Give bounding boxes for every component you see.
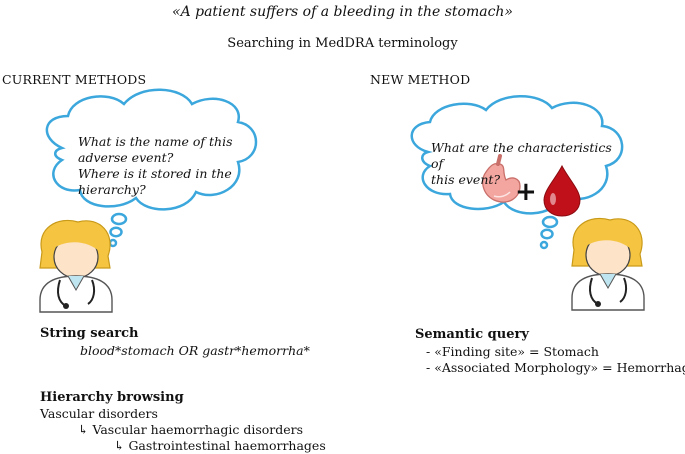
right-doctor-avatar	[571, 218, 645, 311]
hierarchy-level-3: ↳ Gastrointestinal haemorrhages	[114, 438, 326, 453]
hierarchy-level-1: Vascular disorders	[40, 406, 158, 421]
hierarchy-browsing-heading: Hierarchy browsing	[40, 390, 184, 405]
page-title: «A patient suffers of a bleeding in the …	[172, 4, 513, 20]
new-method-heading: NEW METHOD	[370, 72, 471, 87]
current-methods-heading: CURRENT METHODS	[2, 72, 147, 87]
page-subtitle: Searching in MedDRA terminology	[227, 36, 458, 51]
semantic-query-heading: Semantic query	[415, 327, 529, 342]
left-bubble-line: Where is it stored in the	[78, 166, 232, 181]
string-search-heading: String search	[40, 326, 139, 341]
semantic-query-item: - «Associated Morphology» = Hemorrhage	[426, 360, 685, 375]
left-bubble-line: What is the name of this	[78, 134, 233, 149]
right-bubble-line: What are the characteristics of	[431, 140, 612, 171]
left-bubble-line: adverse event?	[78, 150, 174, 165]
blood-drop-icon	[543, 164, 581, 217]
right-bubble-text: What are the characteristics of this eve…	[431, 140, 621, 188]
plus-sign: +	[515, 177, 537, 207]
semantic-query-item: - «Finding site» = Stomach	[426, 344, 599, 359]
left-doctor-avatar	[39, 220, 113, 313]
right-bubble-line: this event?	[431, 172, 501, 187]
left-bubble-line: hierarchy?	[78, 182, 146, 197]
left-bubble-text: What is the name of this adverse event? …	[78, 134, 248, 198]
left-thought-cloud	[45, 88, 258, 248]
string-search-query: blood*stomach OR gastr*hemorrha*	[80, 343, 310, 358]
stomach-icon	[482, 154, 521, 203]
hierarchy-level-2: ↳ Vascular haemorrhagic disorders	[78, 422, 304, 437]
